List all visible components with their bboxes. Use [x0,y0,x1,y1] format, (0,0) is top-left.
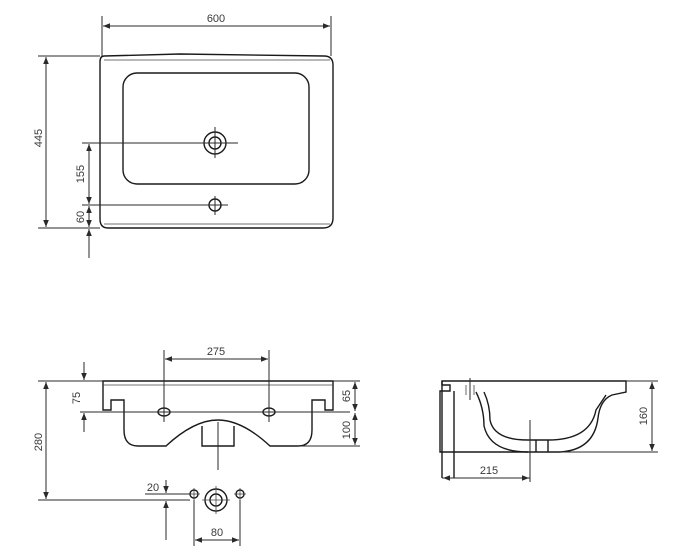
side-view: 160 215 [439,378,658,482]
dim-label-65: 65 [341,390,353,402]
dim-label-75: 75 [71,392,83,404]
side-view-waste [535,440,549,452]
dim-label-600: 600 [207,13,225,25]
dim-label-60: 60 [75,211,87,223]
side-view-bowl-inner [483,391,607,441]
side-view-outline [439,380,627,453]
dim-label-215: 215 [480,465,498,477]
side-view-bowl-outer [475,391,529,453]
dim-label-445: 445 [33,129,45,147]
side-view-tap-hole [465,385,475,395]
dim-label-80: 80 [211,527,223,539]
dim-label-280: 280 [33,433,45,451]
dim-label-160: 160 [638,407,650,425]
front-view-outline [102,380,334,447]
top-view-rim-inner [104,59,330,225]
front-view: 275 75 65 100 280 20 [33,346,360,546]
top-view-bowl [122,72,310,185]
dim-label-155: 155 [75,165,87,183]
dim-label-100: 100 [341,421,353,439]
top-view-outline [99,53,334,229]
dim-label-275: 275 [207,346,225,358]
dim-label-20: 20 [147,482,159,494]
top-view: 600 445 155 60 [33,13,334,258]
